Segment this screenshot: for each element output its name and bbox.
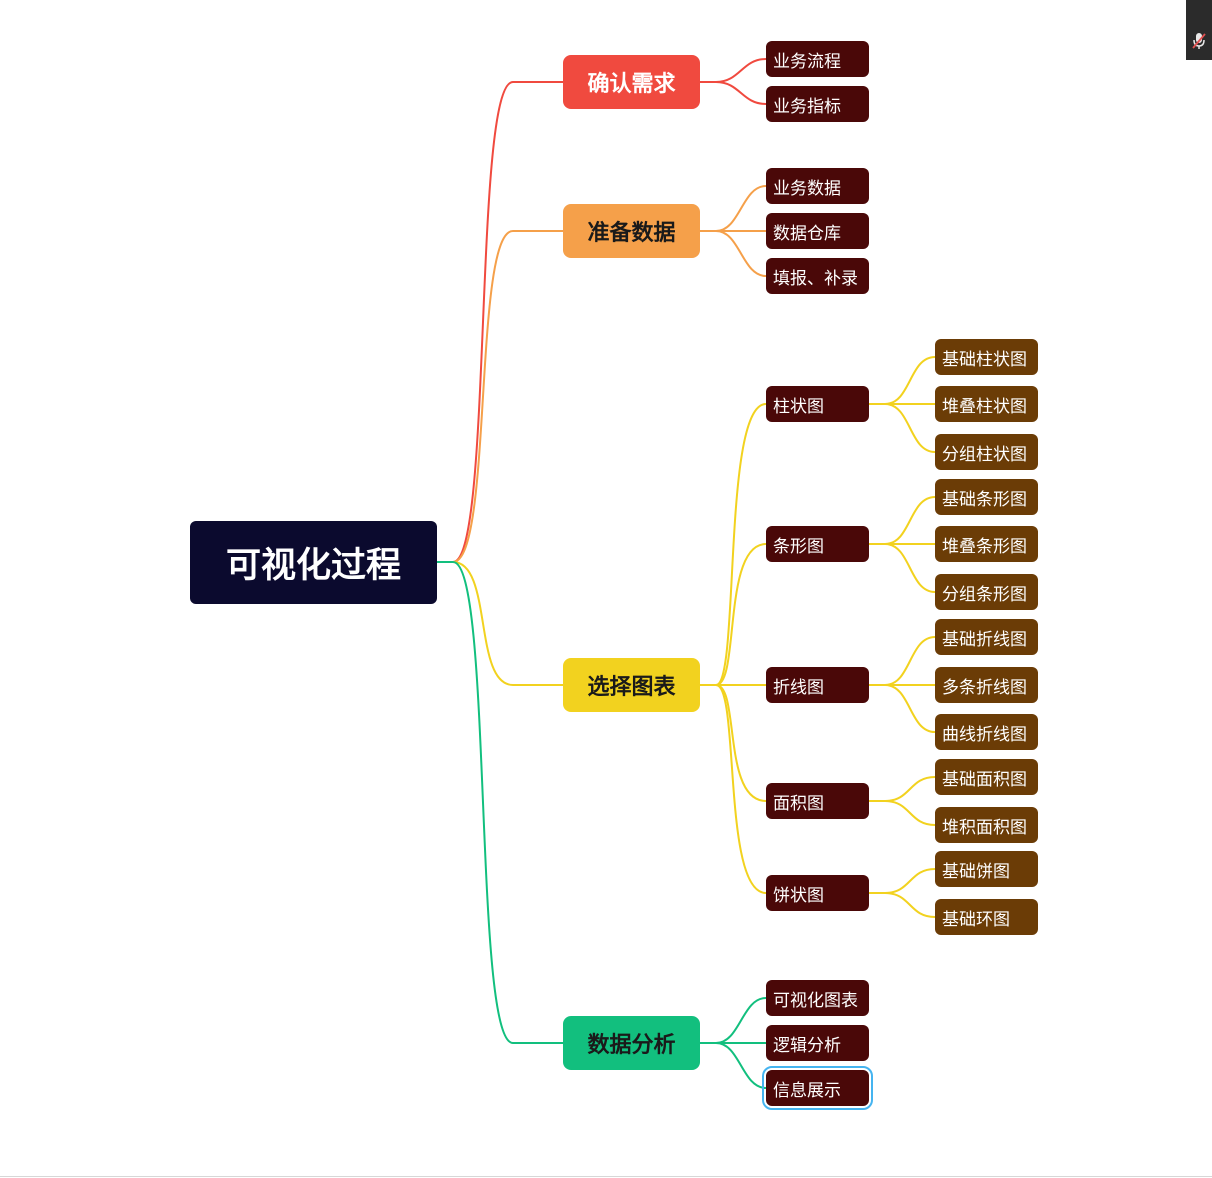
leaf-multi-line[interactable]: 多条折线图 — [935, 667, 1038, 703]
leaf-basic-bar[interactable]: 基础柱状图 — [935, 339, 1038, 375]
subtopic-fill-in-supplement[interactable]: 填报、补录 — [766, 258, 869, 294]
topic-prepare-data[interactable]: 准备数据 — [563, 204, 700, 258]
link-zhe-3 — [869, 684, 936, 733]
leaf-basic-donut[interactable]: 基础环图 — [935, 899, 1038, 935]
link-tiao-1 — [869, 496, 936, 545]
subtopic-information-display[interactable]: 信息展示 — [762, 1066, 873, 1110]
link-root-branch-1 — [437, 81, 563, 563]
topic-confirm-requirements[interactable]: 确认需求 — [563, 55, 700, 109]
link-tiao-3 — [869, 543, 936, 593]
subtopic-line-chart[interactable]: 折线图 — [766, 667, 869, 703]
leaf-stacked-bar[interactable]: 堆叠柱状图 — [935, 386, 1038, 422]
leaf-curve-line[interactable]: 曲线折线图 — [935, 714, 1038, 750]
link-b3-c5 — [700, 684, 767, 894]
link-mian-1 — [869, 776, 936, 802]
link-mian-2 — [869, 800, 936, 826]
subtopic-bar-chart[interactable]: 柱状图 — [766, 386, 869, 422]
subtopic-logical-analysis[interactable]: 逻辑分析 — [766, 1025, 869, 1061]
subtopic-business-metrics[interactable]: 业务指标 — [766, 86, 869, 122]
mic-toggle-button[interactable] — [1186, 0, 1212, 60]
leaf-stacked-area[interactable]: 堆积面积图 — [935, 807, 1038, 843]
leaf-basic-pie[interactable]: 基础饼图 — [935, 851, 1038, 887]
subtopic-horizontal-bar-chart[interactable]: 条形图 — [766, 526, 869, 562]
link-bing-2 — [869, 892, 936, 918]
leaf-grouped-hbar[interactable]: 分组条形图 — [935, 574, 1038, 610]
bottom-divider — [0, 1176, 1212, 1177]
subtopic-business-data[interactable]: 业务数据 — [766, 168, 869, 204]
subtopic-area-chart[interactable]: 面积图 — [766, 783, 869, 819]
link-root-branch-4 — [437, 561, 563, 1044]
link-b4-c1 — [700, 997, 767, 1044]
link-zhu-3 — [869, 403, 936, 453]
link-root-branch-2 — [437, 230, 563, 563]
leaf-basic-line[interactable]: 基础折线图 — [935, 619, 1038, 655]
subtopic-pie-chart[interactable]: 饼状图 — [766, 875, 869, 911]
leaf-stacked-hbar[interactable]: 堆叠条形图 — [935, 526, 1038, 562]
muted-microphone-icon — [1191, 32, 1207, 54]
leaf-basic-hbar[interactable]: 基础条形图 — [935, 479, 1038, 515]
leaf-grouped-bar[interactable]: 分组柱状图 — [935, 434, 1038, 470]
link-zhe-1 — [869, 636, 936, 686]
link-b3-c2 — [700, 543, 767, 686]
topic-choose-chart[interactable]: 选择图表 — [563, 658, 700, 712]
link-b1-c1 — [700, 58, 767, 83]
subtopic-business-process[interactable]: 业务流程 — [766, 41, 869, 77]
link-b3-c1 — [700, 403, 767, 686]
link-root-branch-3 — [437, 561, 563, 686]
root-topic[interactable]: 可视化过程 — [190, 521, 437, 604]
topic-data-analysis[interactable]: 数据分析 — [563, 1016, 700, 1070]
leaf-basic-area[interactable]: 基础面积图 — [935, 759, 1038, 795]
subtopic-data-warehouse[interactable]: 数据仓库 — [766, 213, 869, 249]
subtopic-visual-charts[interactable]: 可视化图表 — [766, 980, 869, 1016]
link-b2-c3 — [700, 230, 767, 277]
link-b1-c2 — [700, 81, 767, 105]
link-b2-c1 — [700, 185, 767, 232]
link-b4-c3 — [700, 1042, 767, 1089]
link-zhu-1 — [869, 356, 936, 405]
link-bing-1 — [869, 868, 936, 894]
